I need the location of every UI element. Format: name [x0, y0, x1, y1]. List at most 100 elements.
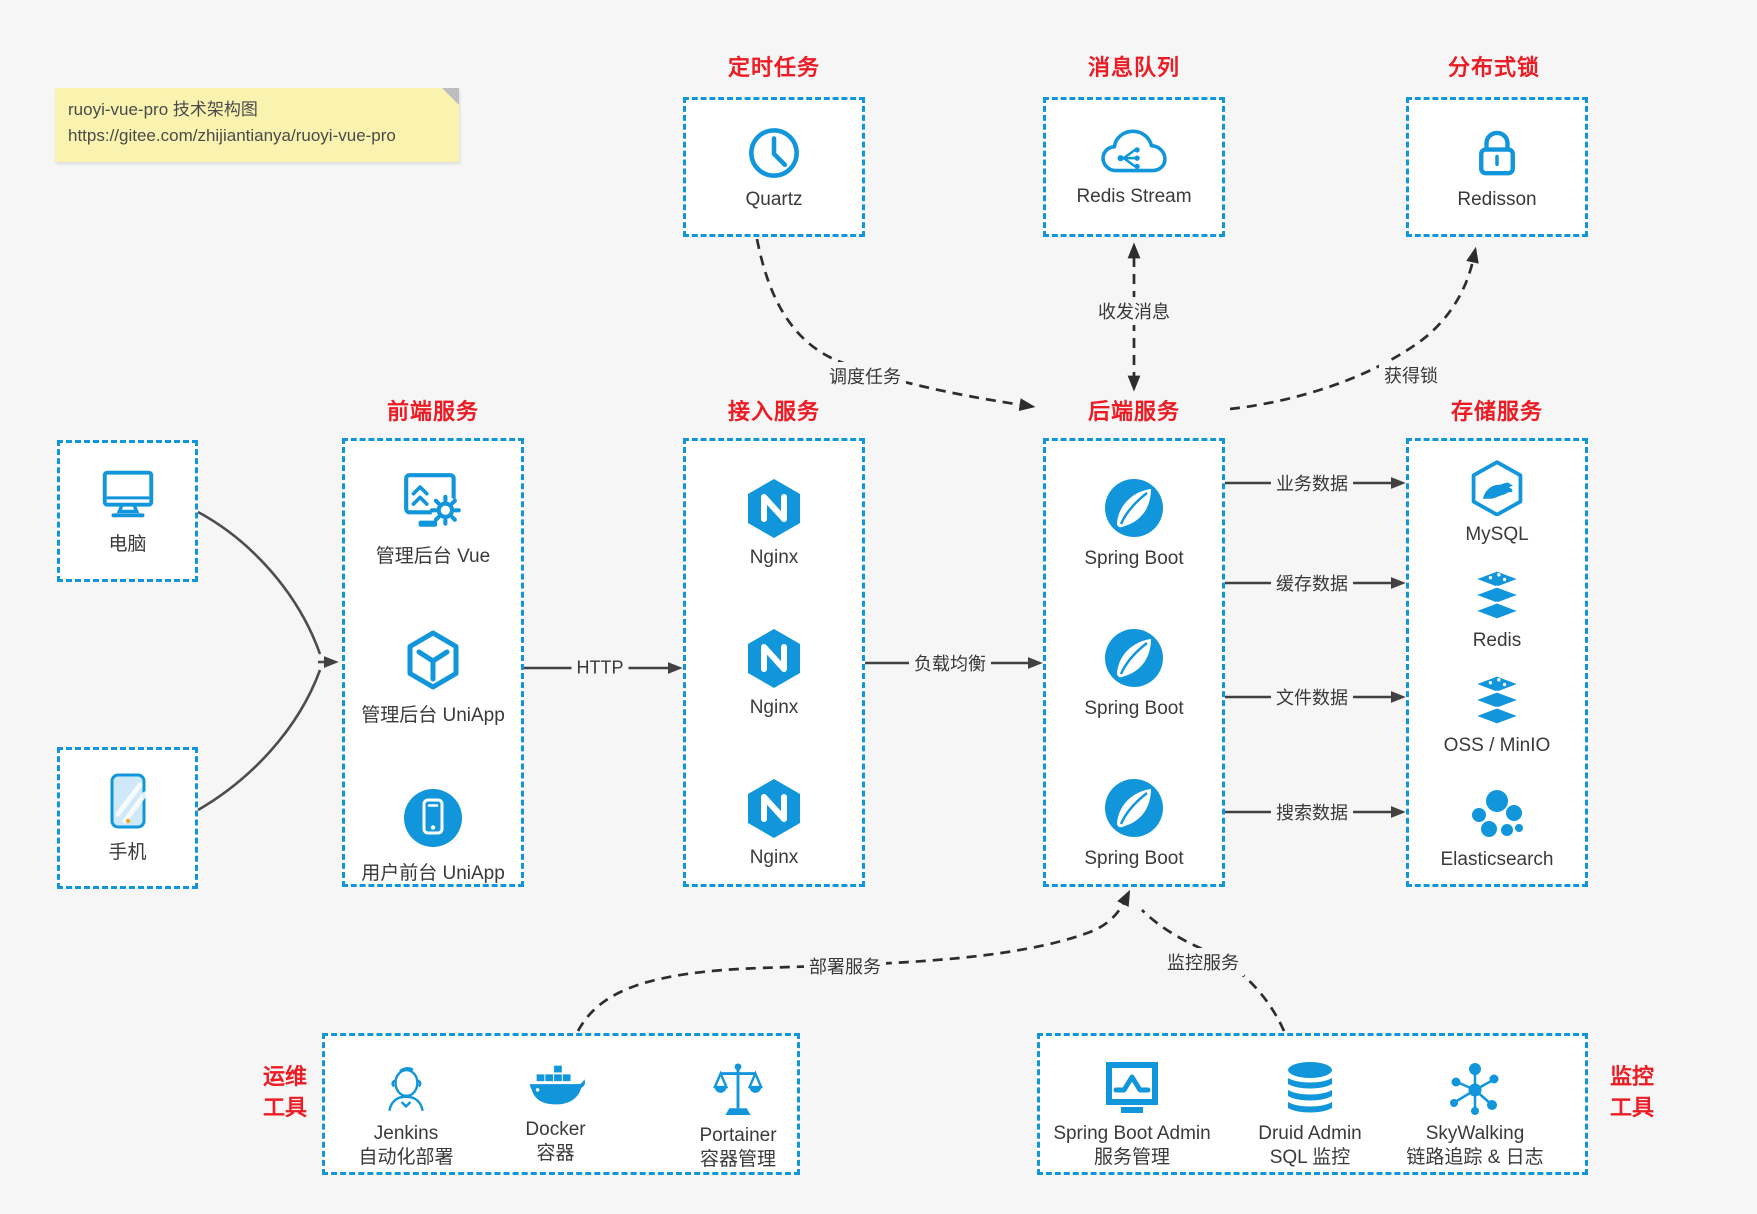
admin-uniapp-label: 管理后台 UniApp	[361, 705, 505, 726]
edge-label-cache-data: 缓存数据	[1271, 569, 1353, 597]
redis-stack-icon	[1467, 568, 1527, 621]
title-storage: 存储服务	[1450, 399, 1544, 424]
title-gateway: 接入服务	[727, 399, 821, 424]
node-redis: Redis	[1409, 568, 1585, 652]
pc-box: 电脑	[57, 440, 198, 582]
redisson-box: Redisson	[1406, 97, 1588, 237]
node-skywalking: SkyWalking 链路追踪 & 日志	[1385, 1060, 1565, 1170]
quartz-label: Quartz	[745, 188, 803, 210]
note-url[interactable]: https://gitee.com/zhijiantianya/ruoyi-vu…	[68, 126, 396, 145]
arrow-acquire-lock	[1229, 246, 1479, 411]
node-mobile: 手机	[60, 750, 195, 886]
node-nginx-3: Nginx	[686, 777, 862, 869]
admin-vue-label: 管理后台 Vue	[375, 546, 491, 567]
docker-label: Docker	[525, 1119, 586, 1140]
cloud-stream-icon	[1101, 127, 1167, 179]
skywalking-icon	[1447, 1060, 1503, 1115]
edge-label-file-data: 文件数据	[1271, 683, 1353, 711]
druid-sub: SQL 监控	[1269, 1147, 1351, 1168]
title-backend: 后端服务	[1087, 399, 1181, 424]
admin-vue-icon	[400, 471, 466, 527]
portainer-icon	[711, 1060, 765, 1116]
phone-icon	[106, 772, 150, 830]
edge-label-search-data: 搜索数据	[1271, 798, 1353, 826]
nginx-icon	[745, 477, 803, 538]
uniapp-cube-icon	[401, 628, 465, 690]
title-monitoring-tools: 监控 工具	[1609, 1064, 1655, 1120]
jenkins-icon	[378, 1060, 434, 1112]
edge-label-acquire-lock: 获得锁	[1379, 361, 1443, 389]
edge-label-send-receive-msg: 收发消息	[1093, 297, 1175, 325]
frontend-box: 管理后台 Vue 管理后台 UniApp 用户前台 UniApp	[342, 438, 524, 887]
user-uniapp-label: 用户前台 UniApp	[361, 863, 505, 884]
node-redisson: Redisson	[1409, 100, 1585, 234]
spring-boot-label: Spring Boot	[1084, 548, 1184, 569]
jenkins-label: Jenkins	[373, 1123, 439, 1144]
portainer-label: Portainer	[699, 1125, 777, 1146]
mysql-icon	[1467, 459, 1527, 516]
spring-boot-admin-icon	[1104, 1060, 1160, 1113]
quartz-box: Quartz	[683, 97, 865, 237]
lock-icon	[1469, 124, 1525, 182]
redis-stream-box: Redis Stream	[1043, 97, 1225, 237]
backend-box: Spring Boot Spring Boot Spring Boot	[1043, 438, 1225, 887]
node-spring-boot-admin: Spring Boot Admin 服务管理	[1044, 1060, 1220, 1170]
node-admin-uniapp: 管理后台 UniApp	[345, 628, 521, 727]
pc-label: 电脑	[108, 534, 147, 555]
node-portainer: Portainer 容器管理	[663, 1060, 813, 1172]
edge-label-schedule-task: 调度任务	[824, 362, 906, 390]
node-druid: Druid Admin SQL 监控	[1232, 1060, 1388, 1170]
mobile-box: 手机	[57, 747, 198, 889]
jenkins-sub: 自动化部署	[358, 1147, 454, 1168]
druid-icon	[1283, 1060, 1337, 1113]
title-frontend: 前端服务	[386, 399, 480, 424]
node-pc: 电脑	[60, 443, 195, 579]
edge-label-deploy-service: 部署服务	[804, 952, 886, 980]
monitoring-box: Spring Boot Admin 服务管理 Druid Admin SQL 监…	[1037, 1033, 1588, 1175]
sticky-note: ruoyi-vue-pro 技术架构图 https://gitee.com/zh…	[55, 88, 459, 162]
oss-stack-icon	[1467, 673, 1527, 726]
spring-boot-icon	[1102, 626, 1166, 687]
spring-boot-admin-sub: 服务管理	[1093, 1147, 1170, 1168]
node-spring-3: Spring Boot	[1046, 776, 1222, 870]
nginx-icon	[745, 627, 803, 688]
arrow-mobile-to-frontend	[197, 669, 322, 812]
mobile-label: 手机	[108, 842, 147, 863]
nginx-label: Nginx	[749, 697, 799, 718]
node-redis-stream: Redis Stream	[1046, 100, 1222, 234]
node-spring-2: Spring Boot	[1046, 626, 1222, 720]
arrow-pc-to-frontend	[197, 510, 322, 655]
nginx-label: Nginx	[749, 847, 799, 868]
node-spring-1: Spring Boot	[1046, 476, 1222, 570]
node-nginx-2: Nginx	[686, 627, 862, 719]
node-user-uniapp: 用户前台 UniApp	[345, 786, 521, 885]
node-admin-vue: 管理后台 Vue	[345, 471, 521, 568]
spring-boot-label: Spring Boot	[1084, 848, 1184, 869]
node-quartz: Quartz	[686, 100, 862, 234]
docker-icon	[525, 1060, 587, 1105]
title-ops-tools: 运维 工具	[262, 1064, 308, 1120]
clock-icon	[745, 124, 803, 182]
mysql-label: MySQL	[1465, 524, 1529, 545]
node-elasticsearch: Elasticsearch	[1409, 785, 1585, 871]
nginx-label: Nginx	[749, 547, 799, 568]
edge-label-business-data: 业务数据	[1271, 469, 1353, 497]
spring-boot-icon	[1102, 476, 1166, 537]
portainer-sub: 容器管理	[699, 1149, 776, 1170]
edge-label-monitor-service: 监控服务	[1162, 948, 1244, 976]
spring-boot-label: Spring Boot	[1084, 698, 1184, 719]
spring-boot-icon	[1102, 776, 1166, 837]
druid-label: Druid Admin	[1258, 1123, 1362, 1144]
gateway-box: Nginx Nginx Nginx	[683, 438, 865, 887]
redis-label: Redis	[1472, 630, 1522, 651]
node-oss-minio: OSS / MinIO	[1409, 673, 1585, 757]
node-docker: Docker 容器	[483, 1060, 628, 1166]
elasticsearch-label: Elasticsearch	[1440, 849, 1554, 870]
redis-stream-label: Redis Stream	[1076, 185, 1192, 207]
title-scheduled-task: 定时任务	[727, 55, 821, 80]
title-distributed-lock: 分布式锁	[1447, 55, 1541, 80]
skywalking-label: SkyWalking	[1425, 1123, 1525, 1144]
node-nginx-1: Nginx	[686, 477, 862, 569]
